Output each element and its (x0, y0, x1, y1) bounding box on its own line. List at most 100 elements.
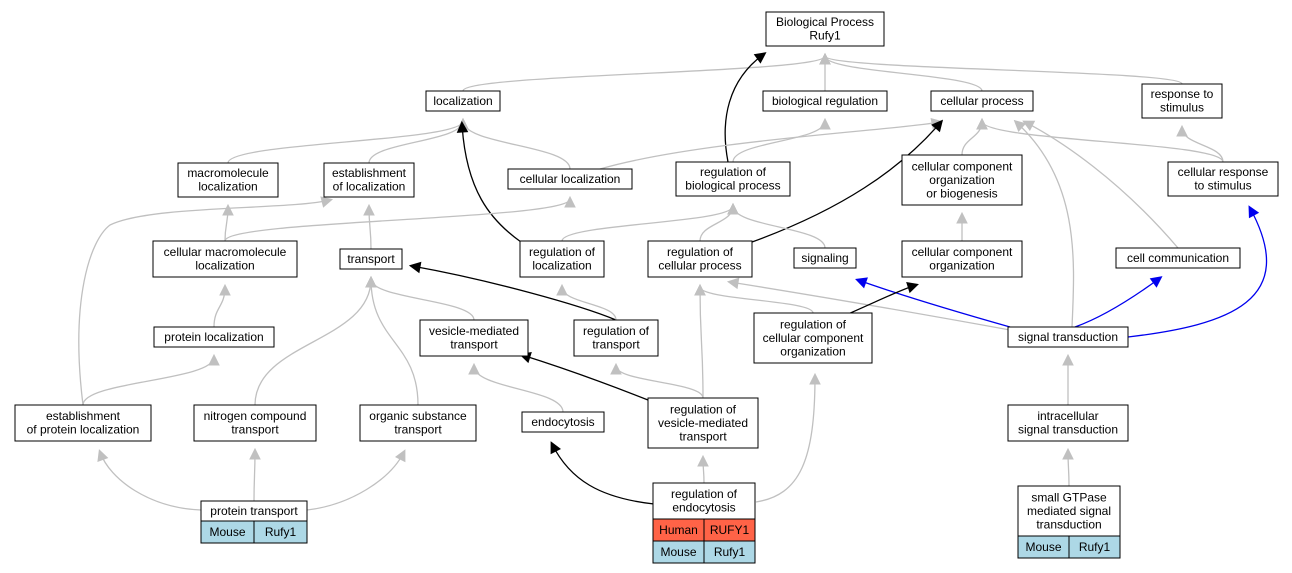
edge-line (473, 365, 564, 413)
node-cell-communication[interactable]: cell communication (1115, 247, 1241, 269)
edge-cellular_process-to-bp_root (819, 52, 983, 92)
node-label-line: cellular process (658, 259, 741, 273)
edge-protein_transport-to-nitrogen_compound_transport (249, 447, 261, 502)
node-label-line: protein transport (210, 504, 298, 518)
node-box (1141, 83, 1223, 119)
edge-signal_transduction-to-cell_communication (1074, 276, 1163, 328)
node-label-line: Rufy1 (809, 29, 841, 43)
node-label-line: cellular macromolecule (164, 245, 287, 259)
node-label-line: localization (532, 259, 591, 273)
node-label-line: localization (433, 94, 492, 108)
node-box (1115, 247, 1241, 269)
node-label-line: transport (592, 338, 640, 352)
node-label-line: establishment (46, 409, 121, 423)
node-signal-transduction[interactable]: signal transduction (1007, 326, 1129, 348)
node-box (1017, 485, 1121, 537)
node-cellular-process[interactable]: cellular process (930, 90, 1034, 112)
edge-arrowhead (468, 362, 480, 375)
annotation-cell-gene (253, 520, 308, 544)
edge-arrowhead (809, 372, 821, 385)
edge-regulation_of_biological_process-to-biological_regulation (732, 117, 831, 163)
edge-line (724, 53, 765, 163)
node-label-line: transport (394, 423, 442, 437)
node-protein-localization[interactable]: protein localization (153, 326, 275, 348)
node-protein-transport[interactable]: protein transport (200, 500, 308, 522)
node-endocytosis[interactable]: endocytosis (521, 411, 605, 433)
edge-line (1024, 121, 1179, 249)
edge-arrowhead (395, 449, 406, 463)
annotation-species-label: Mouse (660, 545, 696, 559)
edge-protein_transport-to-establishment_of_protein_localization (97, 449, 202, 511)
edge-signal_transduction-to-signaling (855, 277, 1011, 328)
node-label-line: cellular component (912, 159, 1013, 173)
node-label-line: cellular component (912, 245, 1013, 259)
edge-arrowhead (208, 353, 220, 366)
node-transport[interactable]: transport (339, 248, 403, 270)
edge-line (370, 278, 475, 321)
node-box (573, 319, 659, 357)
node-box (1007, 326, 1129, 348)
node-signaling[interactable]: signaling (793, 247, 857, 269)
edge-line (521, 354, 649, 401)
edge-regulation_of_transport-to-regulation_of_localization (556, 283, 617, 321)
node-label-line: regulation of (529, 245, 596, 259)
node-label-line: signal transduction (1018, 330, 1118, 344)
node-localization[interactable]: localization (425, 90, 501, 112)
node-label-line: biological regulation (772, 94, 878, 108)
edge-cell_communication-to-cellular_process (1022, 120, 1179, 249)
edge-intracellular_signal_transduction-to-signal_transduction (1062, 353, 1074, 406)
node-label-line: nitrogen compound (204, 409, 307, 423)
node-label-line: endocytosis (531, 415, 594, 429)
edge-regulation_of_transport-to-transport (408, 261, 617, 321)
node-label-line: regulation of (583, 324, 650, 338)
edge-line (755, 375, 816, 503)
edge-arrowhead (931, 119, 944, 133)
edge-arrowhead (819, 52, 831, 65)
node-label-line: signaling (801, 251, 848, 265)
edge-arrowhead (610, 362, 622, 375)
edge-arrowhead (222, 203, 234, 216)
node-label-line: organic substance (369, 409, 467, 423)
node-box (652, 482, 756, 520)
annotation-gene-label: RUFY1 (710, 523, 750, 537)
edge-localization-to-bp_root (462, 52, 831, 92)
node-box (507, 168, 633, 190)
node-biological-regulation[interactable]: biological regulation (762, 90, 888, 112)
edge-arrowhead (219, 283, 231, 296)
edge-cellular_response_to_stimulus-to-cellular_process (976, 117, 1224, 163)
node-box (153, 326, 275, 348)
node-label-line: organization (929, 173, 994, 187)
node-cellular-localization[interactable]: cellular localization (507, 168, 633, 190)
edge-line (227, 120, 464, 164)
edge-line (824, 55, 983, 92)
node-label-line: protein localization (164, 330, 263, 344)
node-label-line: signal transduction (1018, 423, 1118, 437)
edge-arrowhead (1176, 124, 1188, 137)
edge-arrowhead (365, 275, 377, 288)
node-label-line: localization (195, 259, 254, 273)
node-label-line: transport (347, 252, 395, 266)
edge-line (254, 278, 372, 406)
